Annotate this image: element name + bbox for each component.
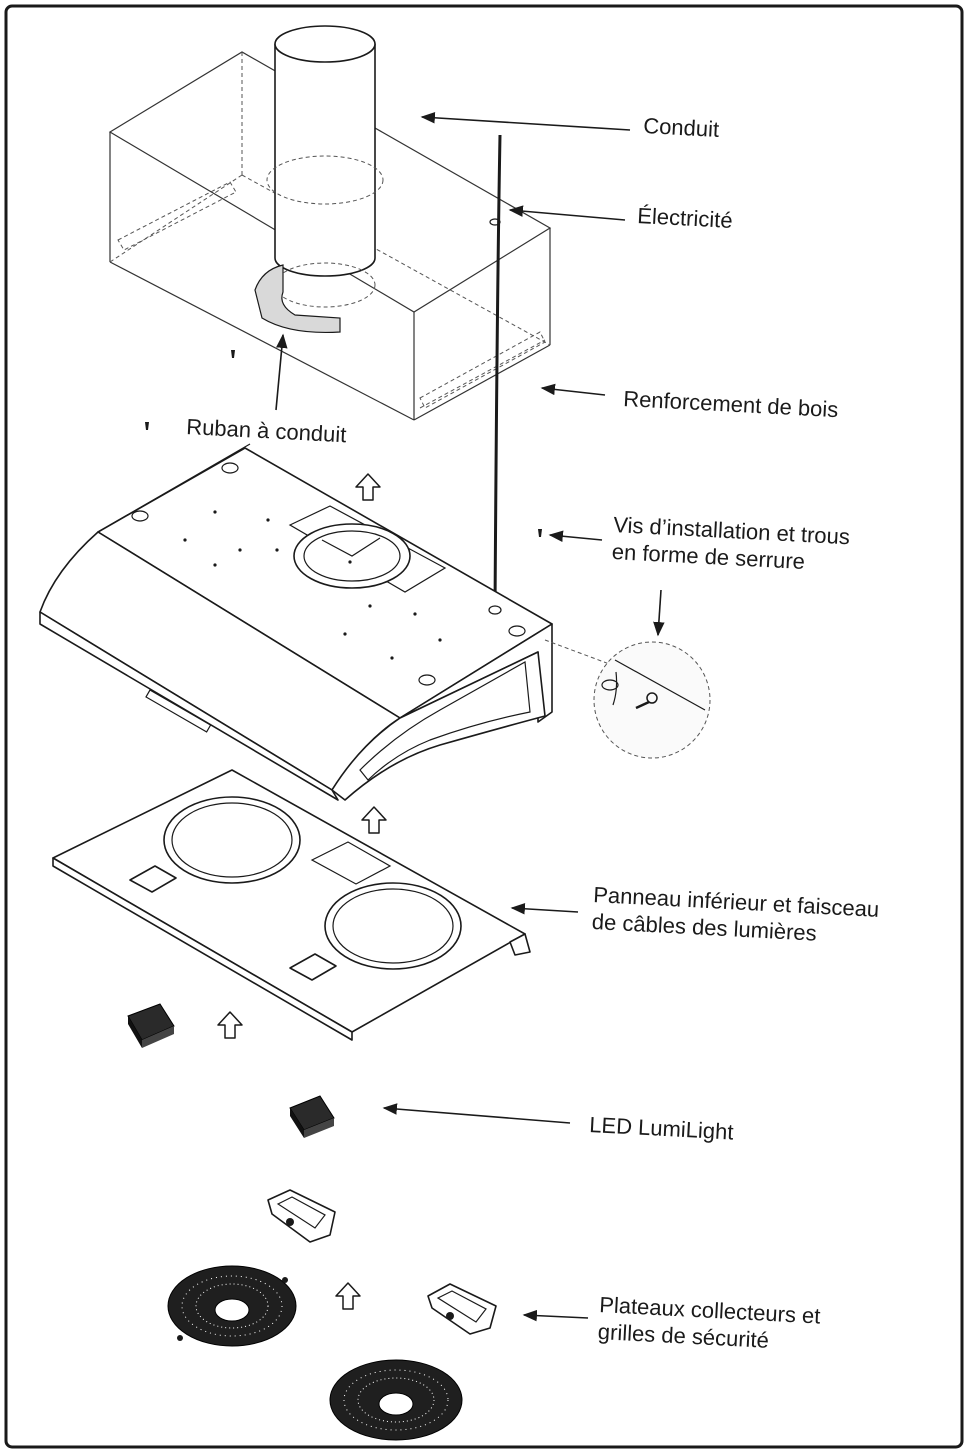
keyhole-detail: [544, 639, 711, 759]
bottom-panel: [52, 769, 531, 1041]
range-hood: [39, 443, 553, 801]
led-module: [289, 1095, 335, 1138]
label-plateaux-collecteurs: Plateaux collecteurs et grilles de sécur…: [597, 1292, 821, 1357]
electrical-wire: [493, 134, 502, 611]
duct-tape: [254, 264, 341, 334]
led-module: [127, 1003, 175, 1048]
grease-tray: [427, 1283, 497, 1335]
label-electricite: Électricité: [636, 203, 734, 233]
diagram-frame: [4, 4, 964, 1449]
grease-tray: [267, 1189, 336, 1243]
duct: [254, 25, 384, 334]
hood-duct-collar: [288, 505, 447, 593]
label-conduit: Conduit: [642, 113, 720, 142]
keyhole-icon: [635, 692, 658, 710]
leader-lines: [275, 112, 665, 1322]
safety-grille: [167, 1265, 297, 1347]
safety-grille: [329, 1359, 463, 1441]
